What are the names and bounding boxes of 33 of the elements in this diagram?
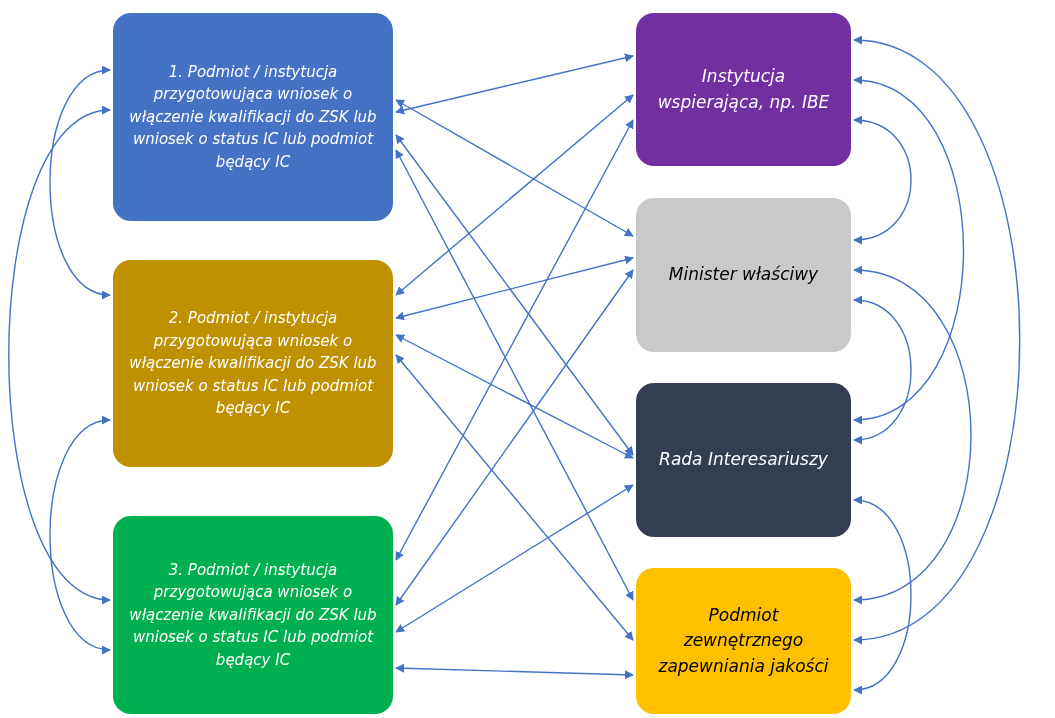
rounded-box [636, 568, 851, 714]
rounded-box [636, 198, 851, 352]
double-headed-arrow [49, 417, 111, 653]
double-headed-arrow [853, 116, 912, 244]
double-headed-arrow [395, 354, 634, 641]
double-headed-arrow [395, 269, 634, 606]
double-headed-arrow [395, 663, 634, 680]
double-headed-arrow [395, 484, 634, 633]
rounded-box [113, 516, 393, 714]
rounded-box [113, 260, 393, 467]
double-headed-arrow [853, 37, 1021, 643]
double-headed-arrow [395, 94, 634, 296]
double-headed-arrow [8, 108, 111, 602]
double-headed-arrow [853, 296, 912, 444]
box-text: 3. Podmiot / instytucja przygotowująca wniosek o włączenie kwalifikacji do ZSK lub wniosek o status IC lub podmiot będący IC [128, 559, 378, 671]
double-headed-arrow [395, 334, 634, 459]
double-headed-arrow [853, 77, 965, 423]
double-headed-arrow [853, 267, 972, 603]
box-text: Podmiot zewnętrznego zapewniania jakości [657, 603, 830, 678]
rounded-box [636, 13, 851, 166]
box-text: Minister właściwy [668, 263, 819, 287]
box-text: Instytucja wspierająca, np. IBE [656, 65, 831, 114]
double-headed-arrow [395, 255, 634, 321]
double-headed-arrow [395, 134, 634, 456]
box-text: Rada Interesariuszy [659, 448, 828, 472]
rounded-box [636, 383, 851, 537]
box-text: 1. Podmiot / instytucja przygotowująca wniosek o włączenie kwalifikacji do ZSK lub wniosek o status IC lub podmiot będący IC [128, 61, 378, 173]
rounded-box [113, 13, 393, 221]
double-headed-arrow [49, 67, 111, 298]
double-headed-arrow [395, 99, 634, 237]
box-text: 2. Podmiot / instytucja przygotowująca wniosek o włączenie kwalifikacji do ZSK lub wniosek o status IC lub podmiot będący IC [128, 308, 378, 420]
double-headed-arrow [395, 53, 634, 115]
double-headed-arrow [853, 497, 912, 693]
